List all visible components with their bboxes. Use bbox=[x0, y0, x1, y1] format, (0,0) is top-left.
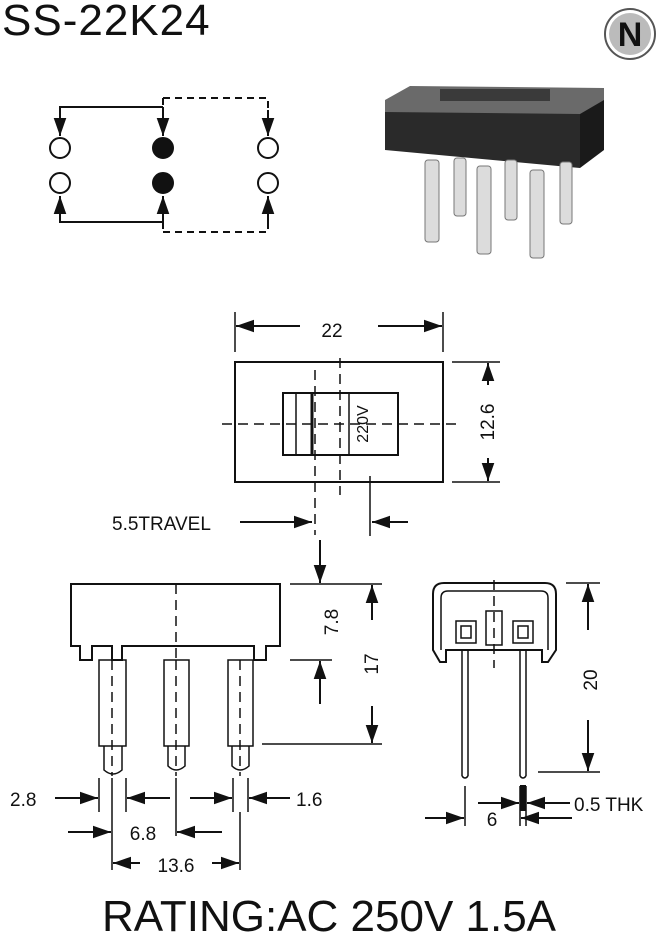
dim-travel: 5.5TRAVEL bbox=[112, 514, 211, 535]
dim-total-height: 17 bbox=[362, 653, 383, 674]
circuit-schematic bbox=[49, 97, 279, 233]
logo-letter: N bbox=[618, 16, 643, 54]
dim-side-pitch: 6 bbox=[487, 810, 498, 831]
dim-width-22: 22 bbox=[321, 321, 342, 342]
electrical-rating: RATING:AC 250V 1.5A bbox=[102, 892, 557, 941]
dim-pin-gap: 1.6 bbox=[296, 790, 322, 811]
front-view bbox=[55, 540, 382, 870]
dim-side-height: 20 bbox=[581, 669, 602, 690]
dim-pitch: 6.8 bbox=[130, 824, 156, 845]
top-view bbox=[222, 312, 500, 536]
dim-body-height: 7.8 bbox=[322, 609, 343, 635]
dim-span: 13.6 bbox=[158, 856, 195, 877]
manufacturer-logo: N bbox=[604, 8, 656, 60]
part-number-title: SS-22K24 bbox=[2, 0, 211, 45]
dim-pin-width: 2.8 bbox=[10, 790, 36, 811]
dim-height-12-6: 12.6 bbox=[478, 404, 499, 441]
knob-voltage-label: 220V bbox=[355, 405, 372, 443]
product-photo bbox=[385, 86, 604, 259]
dim-thickness: 0.5 THK bbox=[574, 795, 644, 816]
side-view bbox=[425, 580, 600, 826]
